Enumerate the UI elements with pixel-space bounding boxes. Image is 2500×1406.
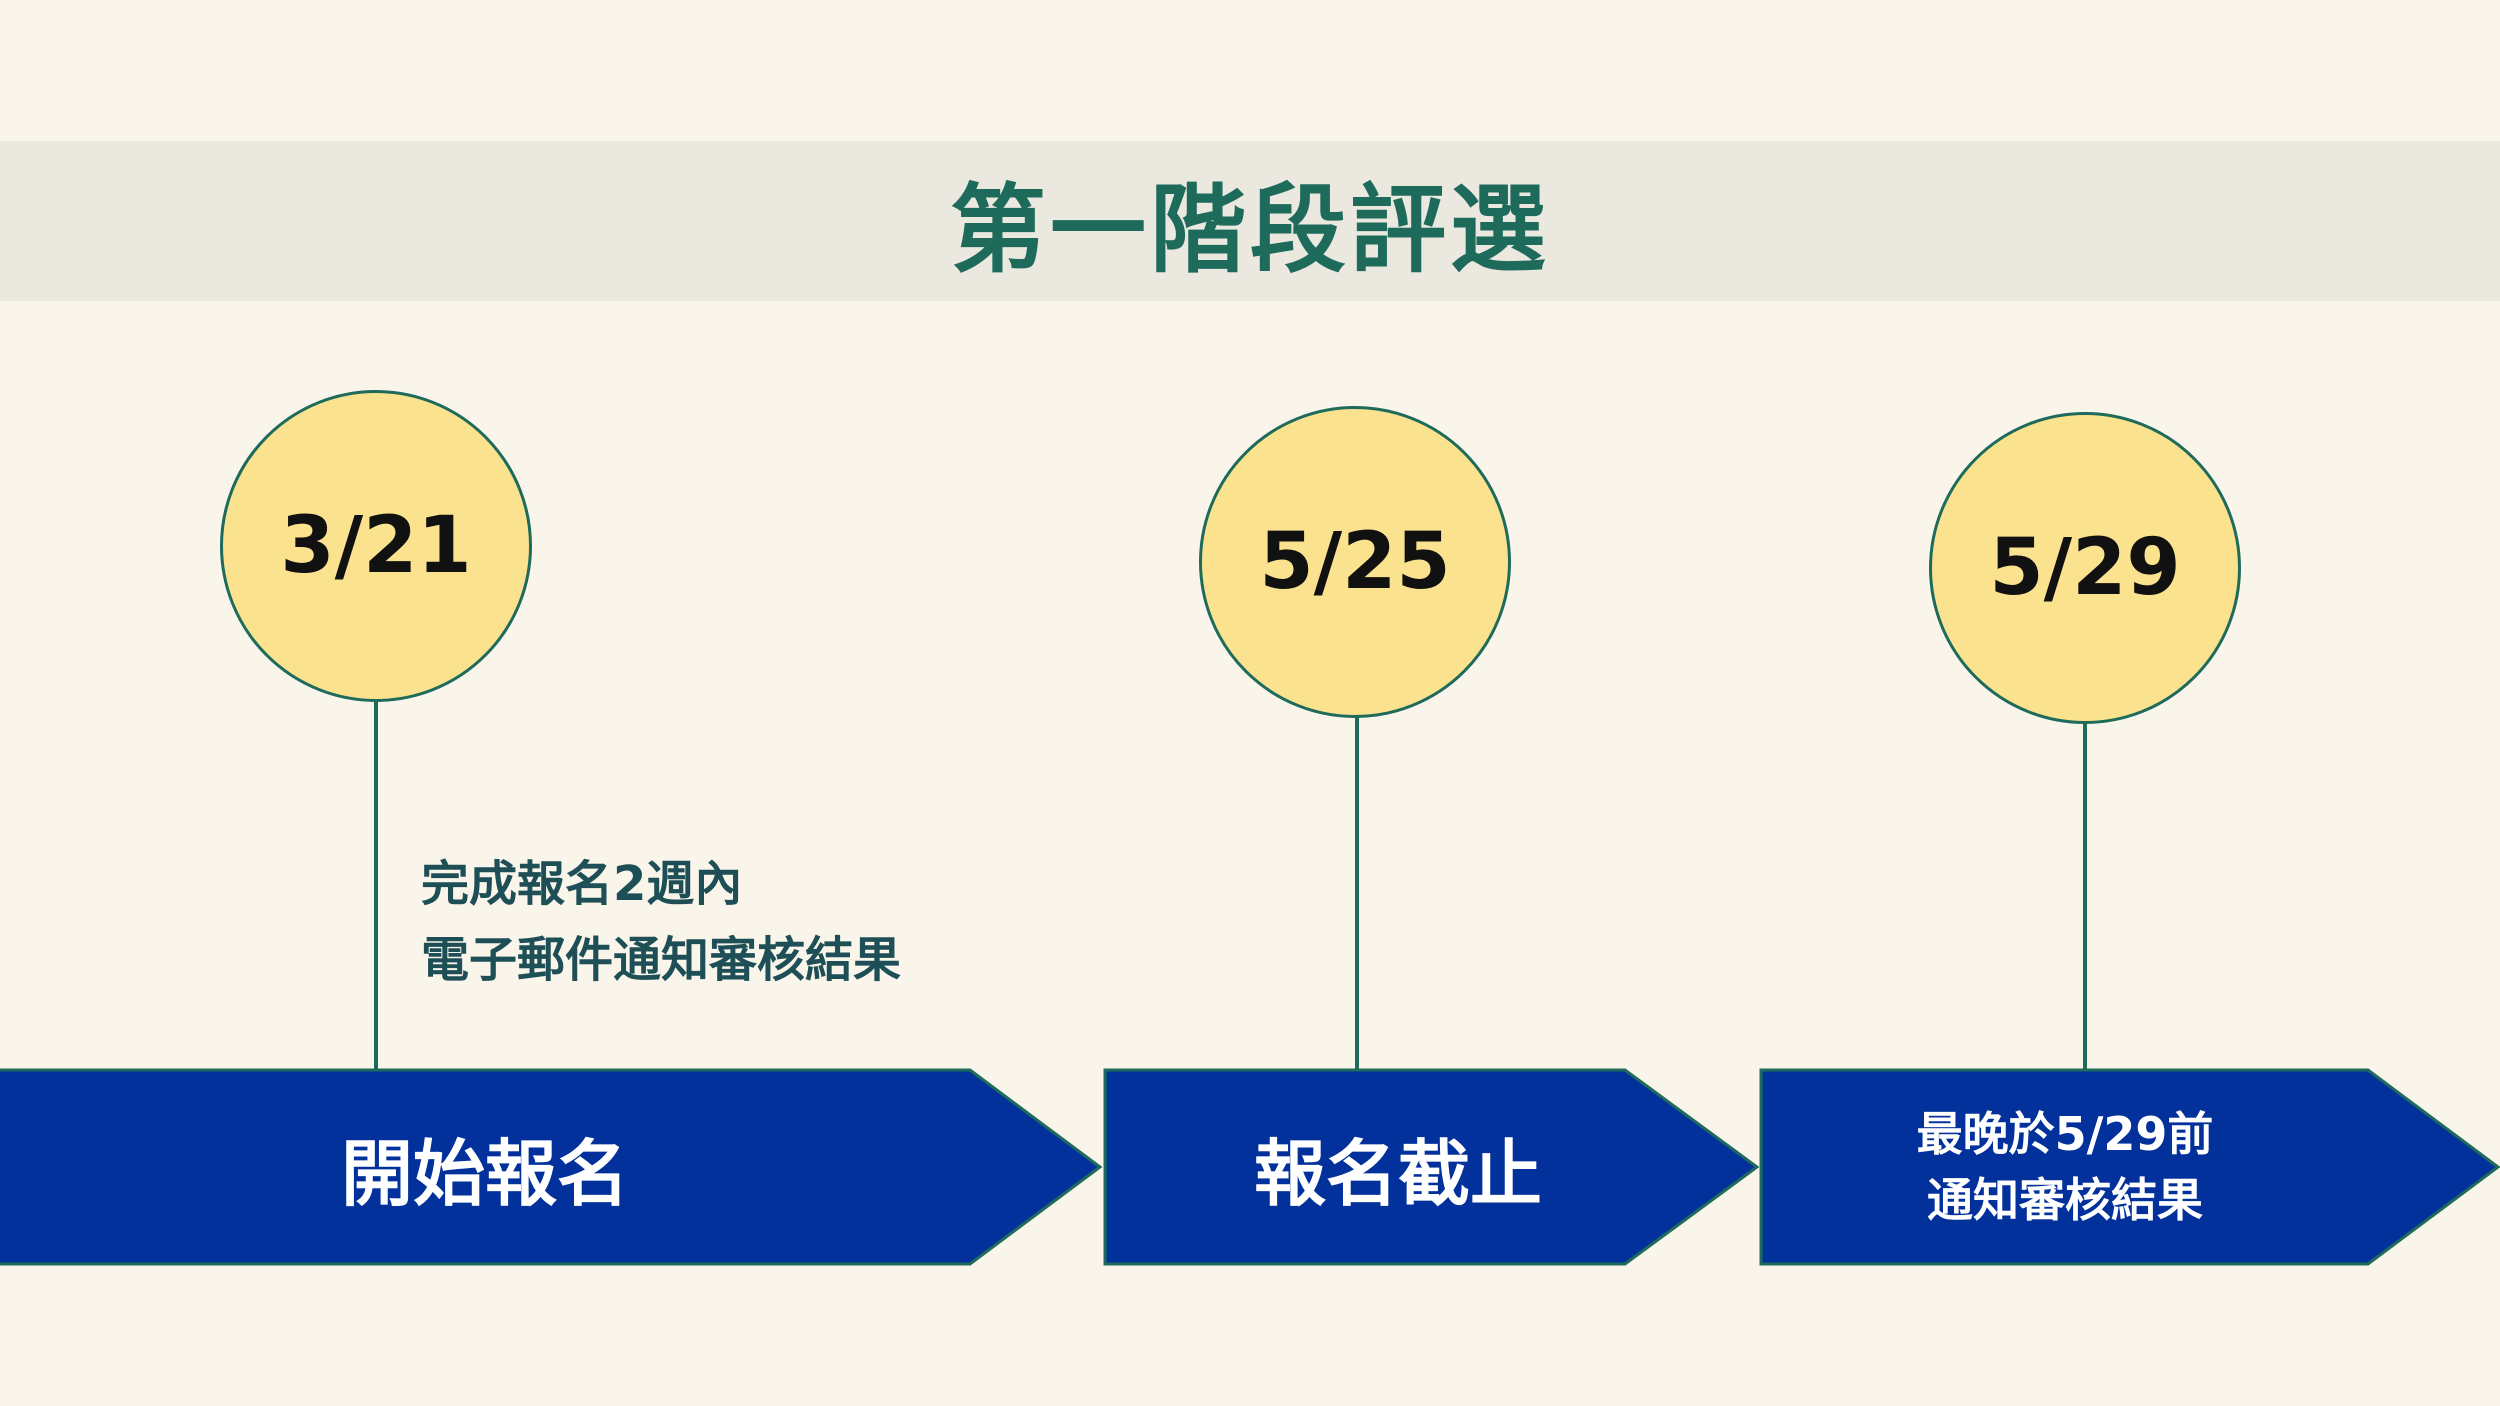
arrow-stage-3-shape (1759, 1068, 2500, 1266)
arrow-stage-1-label: 開始報名 (340, 1131, 629, 1216)
arrow-stage-2-shape (1103, 1068, 1759, 1266)
arrow-stage-1: 開始報名 (0, 1068, 1102, 1266)
arrow-stage-3: 最晚於5/29前 通知審核結果 (1759, 1068, 2500, 1266)
review-note-line-1: 完成報名2週內 (421, 856, 743, 912)
date-circle-3: 5/29 (1929, 412, 2241, 724)
arrow-stage-3-label-line-2: 通知審核結果 (1927, 1173, 2203, 1227)
connector-line-2 (1355, 716, 1359, 1070)
arrow-stage-2-label: 報名截止 (1253, 1131, 1542, 1216)
date-circle-1: 3/21 (220, 390, 532, 702)
date-label-3: 5/29 (1989, 523, 2181, 613)
arrow-stage-1-shape (0, 1068, 1102, 1266)
date-label-2: 5/25 (1259, 517, 1451, 607)
date-circle-2: 5/25 (1199, 406, 1511, 718)
arrow-stage-3-label-line-1: 最晚於5/29前 (1916, 1107, 2214, 1161)
arrow-stage-3-label: 最晚於5/29前 通知審核結果 (1759, 1068, 2371, 1266)
date-label-1: 3/21 (280, 501, 472, 591)
connector-line-1 (374, 700, 378, 1070)
title-band: 第一階段評選 (0, 141, 2500, 301)
arrow-stage-2: 報名截止 (1103, 1068, 1759, 1266)
review-note-line-2: 電子郵件通知審核結果 (421, 932, 902, 988)
connector-line-3 (2083, 720, 2087, 1070)
review-note: 完成報名2週內 電子郵件通知審核結果 (421, 846, 901, 998)
page-title: 第一階段評選 (950, 173, 1550, 286)
